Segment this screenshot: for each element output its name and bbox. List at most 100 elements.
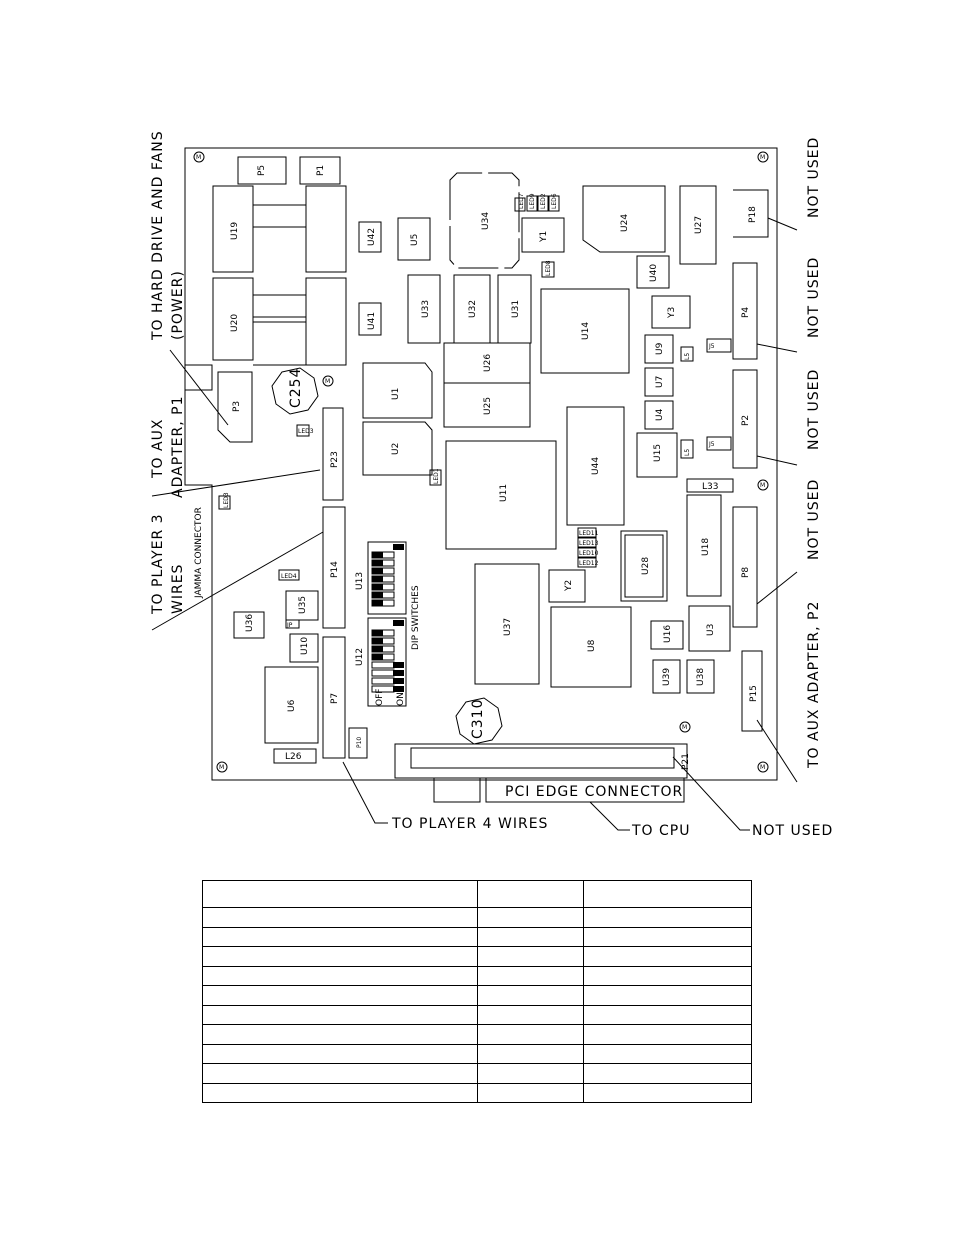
table-cell — [477, 985, 584, 1006]
svg-text:LED8: LED8 — [545, 260, 552, 276]
svg-text:U31: U31 — [511, 300, 521, 318]
led-group-mid: LED11 LED13 LED10 LED12 — [577, 527, 599, 568]
svg-text:U27: U27 — [694, 216, 704, 234]
led-1-left: LED3 — [218, 492, 231, 510]
callout-not-used-p2: NOT USED — [806, 369, 822, 450]
table-cell — [583, 880, 752, 908]
svg-text:L5: L5 — [684, 449, 691, 456]
pci-edge-connector: PCI EDGE CONNECTOR — [485, 777, 685, 803]
svg-text:LED10: LED10 — [579, 550, 599, 557]
svg-text:U41: U41 — [367, 312, 377, 330]
table-cell — [477, 926, 584, 947]
svg-text:U18: U18 — [701, 538, 711, 556]
chip-u26: U26 — [443, 342, 531, 384]
table-cell — [477, 1043, 584, 1064]
callout-not-used-p21: NOT USED — [752, 823, 833, 839]
table-cell — [202, 1063, 478, 1084]
chip-u16: U16 — [650, 620, 684, 650]
svg-text:LED6: LED6 — [551, 193, 558, 209]
svg-text:LED11: LED11 — [579, 530, 599, 537]
table-row — [202, 1043, 752, 1064]
table-cell — [202, 1082, 478, 1103]
svg-text:U10: U10 — [300, 637, 310, 655]
svg-text:Y2: Y2 — [564, 580, 574, 592]
table-cell — [202, 1004, 478, 1025]
svg-text:P15: P15 — [749, 685, 759, 702]
svg-text:U44: U44 — [591, 457, 601, 475]
table-cell — [202, 965, 478, 986]
svg-text:LED3: LED3 — [298, 428, 314, 435]
callout-not-used-p4: NOT USED — [806, 257, 822, 338]
chip-u20: U20 — [212, 277, 347, 366]
svg-text:M: M — [682, 724, 687, 731]
connector-p5: P5 — [237, 156, 287, 185]
table-row — [202, 926, 752, 947]
svg-text:U4: U4 — [655, 408, 665, 421]
crystal-y2: Y2 — [548, 569, 586, 603]
table-cell — [583, 1004, 752, 1025]
svg-text:U11: U11 — [499, 484, 509, 502]
chip-u3: U3 — [688, 605, 731, 652]
svg-text:U12: U12 — [355, 648, 365, 666]
callout-power: (POWER) — [170, 270, 186, 340]
svg-text:M: M — [219, 764, 224, 771]
svg-text:U40: U40 — [649, 264, 659, 282]
svg-text:U15: U15 — [653, 444, 663, 462]
chip-u9: U9 — [644, 334, 674, 364]
chip-u5: U5 — [397, 217, 431, 261]
chip-u27: U27 — [679, 185, 717, 265]
svg-text:P10: P10 — [356, 737, 363, 748]
chip-u25: U25 — [443, 382, 531, 428]
svg-text:U2: U2 — [391, 443, 401, 455]
svg-text:U24: U24 — [620, 214, 630, 232]
led-group-top: LED7 LED9 LED2 LED6 — [514, 193, 560, 212]
connector-p2: P2 — [732, 369, 758, 469]
label-l5-lower: L5 — [680, 439, 694, 459]
table-row — [202, 880, 752, 908]
chip-u19: U19 — [212, 185, 347, 273]
svg-text:P5: P5 — [257, 165, 267, 176]
connector-p4: P4 — [732, 262, 758, 360]
svg-text:U34: U34 — [481, 212, 491, 230]
connector-p3: P3 — [217, 371, 253, 443]
empty-data-table — [202, 880, 752, 1103]
table-cell — [477, 1004, 584, 1025]
board-outline — [184, 147, 778, 781]
callout-not-used-p18: NOT USED — [806, 137, 822, 218]
svg-text:U39: U39 — [662, 668, 672, 686]
svg-text:L5: L5 — [684, 353, 691, 360]
chip-u24: U24 — [582, 185, 666, 253]
svg-text:U3: U3 — [706, 624, 716, 636]
svg-text:P14: P14 — [330, 561, 340, 578]
svg-text:U14: U14 — [581, 322, 591, 340]
chip-u1: U1 — [362, 362, 433, 419]
svg-text:U13: U13 — [355, 572, 365, 590]
connector-p1: P1 — [299, 156, 341, 185]
dip-switches-label: DIP SWITCHES — [411, 585, 421, 650]
svg-text:LED13: LED13 — [579, 540, 599, 547]
connector-p15: P15 — [741, 650, 763, 732]
svg-text:C254: C254 — [288, 368, 304, 409]
table-cell — [477, 965, 584, 986]
table-cell — [583, 1082, 752, 1103]
svg-text:LED7: LED7 — [518, 193, 525, 209]
board-notch — [185, 364, 213, 391]
inductor-l26: L26 — [273, 748, 317, 764]
svg-text:JP: JP — [286, 622, 293, 629]
connector-p14: P14 — [322, 506, 346, 629]
capacitor-c254: C254 — [271, 367, 319, 415]
jumper-j5-top: J5 — [706, 338, 732, 353]
label-l5-upper: L5 — [680, 346, 694, 362]
svg-text:U1: U1 — [391, 388, 401, 400]
chip-u7: U7 — [644, 367, 674, 397]
table-cell — [583, 985, 752, 1006]
svg-text:U32: U32 — [468, 300, 478, 318]
callout-hard-drive: TO HARD DRIVE AND FANS — [150, 130, 166, 341]
svg-text:P7: P7 — [330, 693, 340, 704]
chip-u39: U39 — [652, 659, 681, 694]
svg-text:J5: J5 — [708, 343, 715, 350]
table-row — [202, 907, 752, 928]
connector-p10: P10 — [348, 727, 368, 759]
svg-text:M: M — [196, 154, 201, 161]
table-row — [202, 1082, 752, 1103]
